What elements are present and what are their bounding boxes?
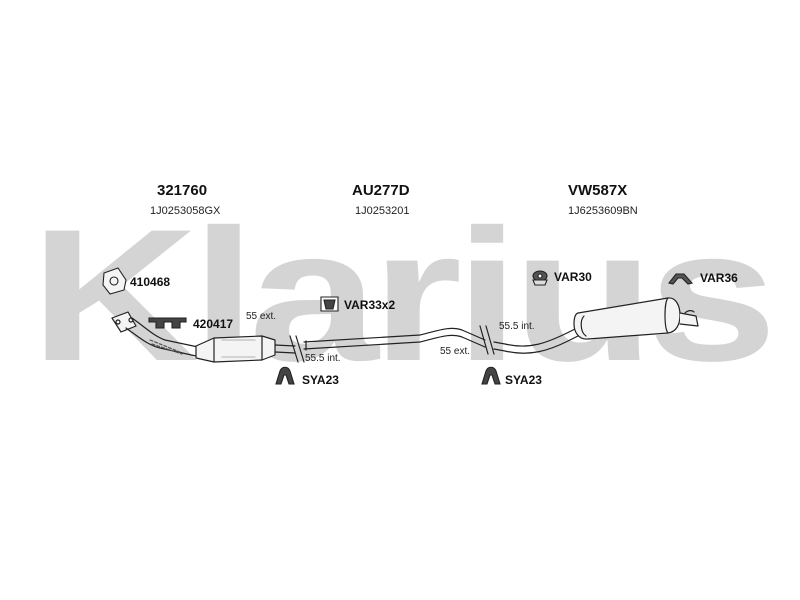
clamp-icon — [320, 296, 339, 312]
catalytic-converter — [195, 335, 276, 363]
u-clamp-icon-2 — [481, 366, 501, 385]
u-clamp-label-2: SYA23 — [505, 373, 542, 387]
gasket-icon — [102, 267, 127, 295]
front-downpipe — [125, 317, 199, 357]
gasket-label: 410468 — [130, 275, 171, 289]
hanger-label: VAR36 — [700, 271, 738, 285]
hanger-icon — [668, 273, 694, 285]
klarius-watermark-logo: Klarius — [30, 210, 770, 380]
joint1-int-label: 55.5 int. — [305, 353, 341, 364]
part-number-middle: AU277D — [352, 182, 410, 199]
u-clamp-icon-1 — [275, 366, 295, 385]
rubber-mount-icon — [532, 270, 548, 286]
joint2-ext-label: 55 ext. — [440, 346, 471, 357]
joint2-int-label: 55.5 int. — [499, 321, 535, 332]
tail-pipe — [679, 310, 699, 327]
clamp-label: VAR33x2 — [344, 298, 396, 312]
part-number-front: 321760 — [157, 182, 208, 199]
middle-pipe — [303, 327, 486, 351]
bracket-label: 420417 — [193, 317, 234, 331]
oem-number-rear: 1J6253609BN — [568, 205, 638, 217]
oem-number-front: 1J0253058GX — [150, 205, 221, 217]
part-number-rear: VW587X — [568, 182, 628, 199]
rear-silencer — [573, 297, 681, 340]
oem-number-middle: 1J0253201 — [355, 205, 410, 217]
joint1-ext-label: 55 ext. — [246, 311, 277, 322]
rubber-mount-label: VAR30 — [554, 270, 592, 284]
bracket-icon — [148, 317, 187, 329]
watermark-text: Klarius — [30, 210, 770, 380]
rear-pipe — [493, 323, 589, 354]
u-clamp-label-1: SYA23 — [302, 373, 339, 387]
front-flange — [111, 311, 137, 333]
